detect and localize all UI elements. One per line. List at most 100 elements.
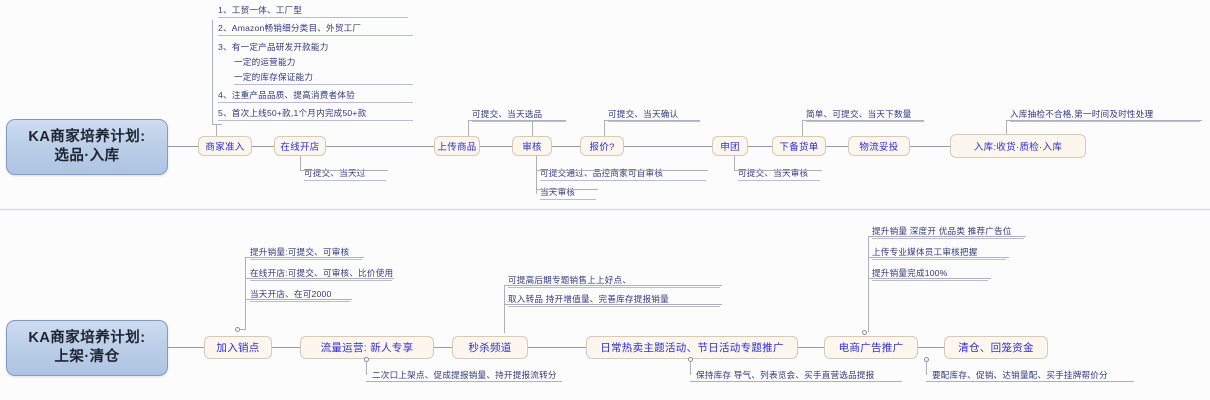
connector [245,299,352,300]
connector [868,278,991,279]
connector [826,146,848,147]
connector [798,347,824,348]
note-simple-submit-same-day: 简单、可提交、当天下数量 [806,108,924,122]
criteria-item: 1、工贸一体、工厂型 [218,4,408,18]
connector [366,359,367,375]
connector [604,120,700,121]
node-daily-campaign[interactable]: 日常热卖主题活动、节日活动专题推广 [586,336,798,359]
connector [245,257,364,258]
section-listing-clearance: KA商家培养计划: 上架·清仓 加入销点 流量运营: 新人专享 秒杀频道 日常热… [0,211,1210,400]
connector [504,285,722,286]
root-title-line2: 选品·入库 [54,148,120,164]
note-second-listing: 二次口上架点、促成提报销量、持开提报流转分 [372,370,557,380]
node-stock-order[interactable]: 下备货单 [772,136,826,156]
root-title-line2: 上架·清仓 [54,349,120,365]
note-later-campaign: 可提高后期专题销售上上好点、 [508,274,720,288]
node-upload-product[interactable]: 上传商品 [434,136,480,156]
section-divider [0,208,1210,211]
node-online-store[interactable]: 在线开店 [274,136,326,156]
node-apply-group[interactable]: 申团 [712,136,748,156]
note-inbound-inspection: 入库抽检不合格,第一时间及时性处理 [1010,108,1200,122]
connector [326,146,434,147]
note-submit-same-day-pass: 可提交、当天过 [304,167,386,181]
connector [918,347,944,348]
criteria-item: 一定的库存保证能力 [234,71,413,85]
connector [1006,120,1007,134]
note-clearance-detail: 要配库存、促销、达销量配、买手挂牌帮价分 [932,370,1108,380]
root-node-selection: KA商家培养计划: 选品·入库 [6,119,168,175]
connector [748,146,772,147]
connector [245,278,394,279]
criteria-item: 一定的运营能力 [234,57,296,67]
connector [300,156,301,170]
note-keep-stock: 保持库存 导气、列表览会、买手直营选品提报 [696,370,875,380]
root-title-line1: KA商家培养计划: [28,128,146,145]
criteria-item: 3、有一定产品研发开款能力 [218,42,329,52]
connector [168,146,198,147]
note-submit-same-day-select: 可提交、当天选品 [472,108,566,122]
node-quote[interactable]: 报价? [580,136,624,156]
note-deep-category: 提升销量 深度开 优品类 推荐广告位 [872,225,1024,239]
connector [734,156,735,170]
connector [536,170,708,171]
connector [604,120,605,136]
connector [926,381,1134,382]
note-boost-sales: 提升销量:可提交、可审核 [250,246,362,260]
note-sales-complete: 提升销量完成100% [872,267,988,281]
connector [468,120,469,136]
connector [168,347,204,348]
note-stock-support: 取入转品 持开增值量、完善库存提报销量 [508,293,720,307]
connector [434,347,452,348]
connector [245,257,246,329]
criteria-item: 4、注重产品品质、提高消费者体验 [218,89,413,103]
node-flash-sale[interactable]: 秒杀频道 [452,336,528,359]
connector [532,120,533,136]
connector [300,170,388,171]
connector-dot [862,330,867,335]
connector [480,146,512,147]
connector [1006,120,1202,121]
connector [868,257,1009,258]
criteria-bracket-foot [212,124,222,125]
connector [252,146,274,147]
connector-dot [364,357,369,362]
node-join-sales-point[interactable]: 加入销点 [204,336,272,359]
criteria-bracket [212,20,213,125]
connector [552,146,580,147]
connector [504,304,722,305]
connector [216,124,217,138]
connector [910,146,950,147]
connector [536,189,598,190]
connector [690,359,691,375]
connector-dot [688,357,693,362]
connector [926,359,927,375]
node-clearance[interactable]: 清仓、回笼资金 [944,336,1048,359]
criteria-item: 2、Amazon畅销细分类目、外贸工厂 [218,22,413,36]
connector [272,347,300,348]
connector [802,120,803,136]
node-inbound[interactable]: 入库:收货·质检·入库 [950,134,1086,158]
node-traffic-ops[interactable]: 流量运营: 新人专享 [300,336,434,359]
note-media-review: 上传专业媒体员工审核把握 [872,246,1006,260]
note-submit-same-day-confirm: 可提交、当天确认 [608,108,700,122]
note-audit-pass: 可提交通过、品控商家可自审核 [540,167,706,181]
node-ecommerce-ads[interactable]: 电商广告推广 [824,336,918,359]
connector [802,120,924,121]
note-same-day-open: 当天开店、在可2000 [250,288,350,302]
section-selection-inbound: 1、工贸一体、工厂型 2、Amazon畅销细分类目、外贸工厂 3、有一定产品研发… [6,4,1202,200]
note-submit-same-day-review: 可提交、当天审核 [738,167,820,181]
criteria-item: 5、首次上线50+款,1个月内完成50+款 [218,107,413,121]
node-merchant-entry[interactable]: 商家准入 [198,136,252,156]
node-logistics-delivered[interactable]: 物流妥投 [848,136,910,156]
connector [366,381,562,382]
note-online-store-open: 在线开店:可提交、可审核、比价使用 [250,267,393,281]
connector [868,236,1026,237]
connector-dot [924,357,929,362]
connector [536,156,537,194]
note-same-day-audit: 当天审核 [540,186,596,200]
root-node-listing: KA商家培养计划: 上架·清仓 [6,320,168,376]
node-audit[interactable]: 审核 [512,136,552,156]
connector [734,170,822,171]
connector-dot [235,327,240,332]
